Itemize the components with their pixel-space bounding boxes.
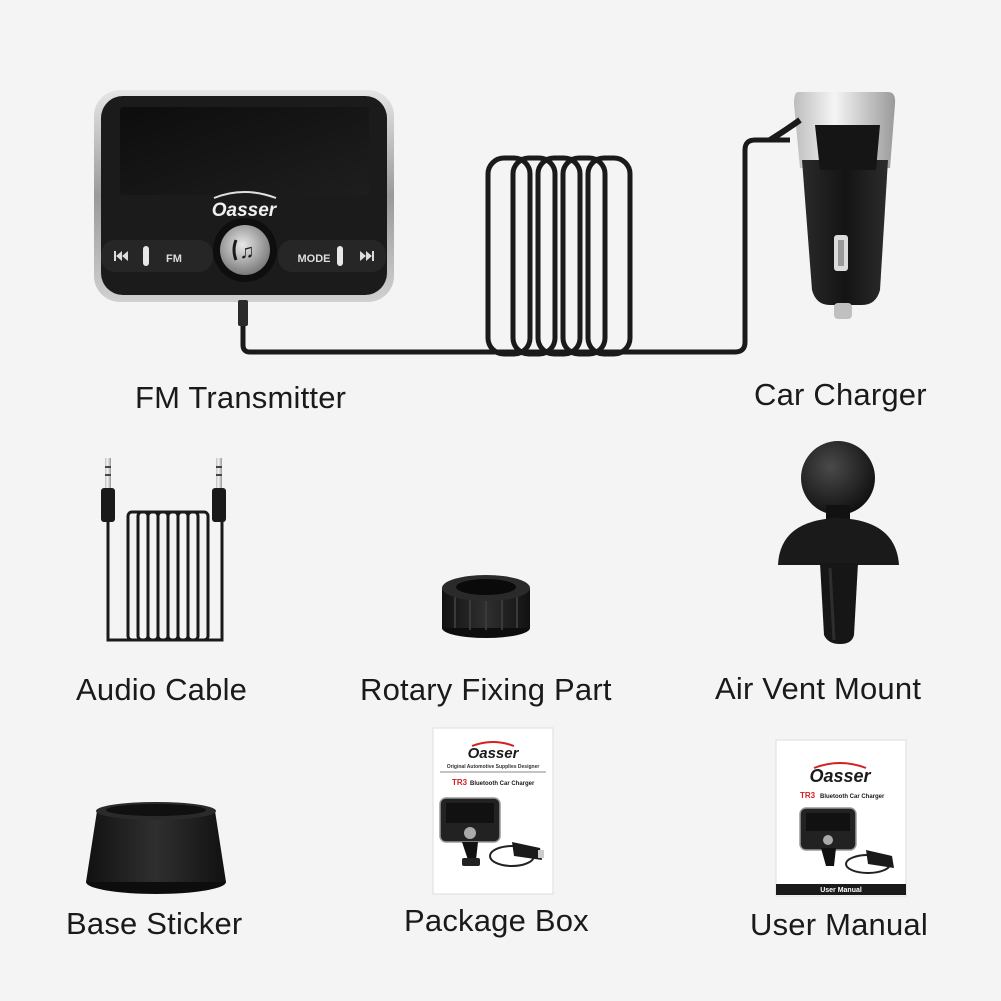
control-strip-right — [278, 240, 386, 272]
package-model: TR3 — [452, 778, 468, 787]
base-sticker — [86, 802, 226, 894]
transmitter-brand: Oasser — [212, 200, 278, 221]
coiled-charger-cable — [240, 137, 790, 357]
car-charger — [768, 92, 896, 319]
package-tagline: Original Automotive Supplies Designer — [447, 764, 540, 770]
brand-swoosh — [213, 191, 277, 199]
fm-button[interactable]: FM — [166, 253, 182, 265]
previous-track-icon[interactable] — [114, 251, 128, 261]
audio-cable-label: Audio Cable — [76, 672, 248, 707]
control-strip-left — [101, 240, 213, 272]
air-vent-mount-label: Air Vent Mount — [715, 671, 922, 706]
package-brand: Oasser — [468, 745, 520, 762]
manual-product: Bluetooth Car Charger — [820, 794, 885, 800]
package-product: Bluetooth Car Charger — [470, 781, 535, 787]
mode-button[interactable]: MODE — [298, 253, 331, 265]
rotary-fixing-part-label: Rotary Fixing Part — [360, 672, 612, 707]
manual-footer-bar — [776, 884, 906, 895]
button-divider-right — [337, 246, 343, 266]
package-box: Oasser Original Automotive Supplies Desi… — [432, 727, 554, 895]
aux-plug-right — [212, 458, 226, 522]
car-charger-label: Car Charger — [754, 377, 927, 412]
phone-music-icon: ♫ — [232, 239, 255, 263]
user-manual-label: User Manual — [750, 907, 928, 942]
transmitter-display — [120, 107, 369, 195]
fm-transmitter-label: FM Transmitter — [135, 380, 347, 415]
manual-brand: Oasser — [809, 766, 871, 786]
manual-product-image — [799, 807, 894, 874]
center-knob[interactable] — [220, 225, 270, 275]
button-divider-left — [143, 246, 149, 266]
air-vent-mount — [778, 441, 899, 644]
fm-transmitter: Oasser FM ♫ MODE — [94, 90, 394, 326]
mount-ball — [801, 441, 875, 515]
charger-tip — [834, 303, 852, 319]
base-sticker-label: Base Sticker — [66, 906, 243, 941]
rotary-fixing-part — [442, 575, 530, 638]
cable-strain-relief — [238, 300, 248, 326]
next-track-icon[interactable] — [360, 251, 374, 261]
manual-footer: User Manual — [820, 887, 862, 894]
svg-text:♫: ♫ — [240, 241, 255, 263]
aux-plug-left — [101, 458, 115, 522]
package-product-image — [439, 797, 544, 867]
manual-model: TR3 — [800, 791, 816, 800]
audio-cable — [101, 458, 226, 642]
user-manual: Oasser TR3 Bluetooth Car Charger User Ma… — [775, 739, 907, 897]
package-box-label: Package Box — [404, 903, 589, 938]
